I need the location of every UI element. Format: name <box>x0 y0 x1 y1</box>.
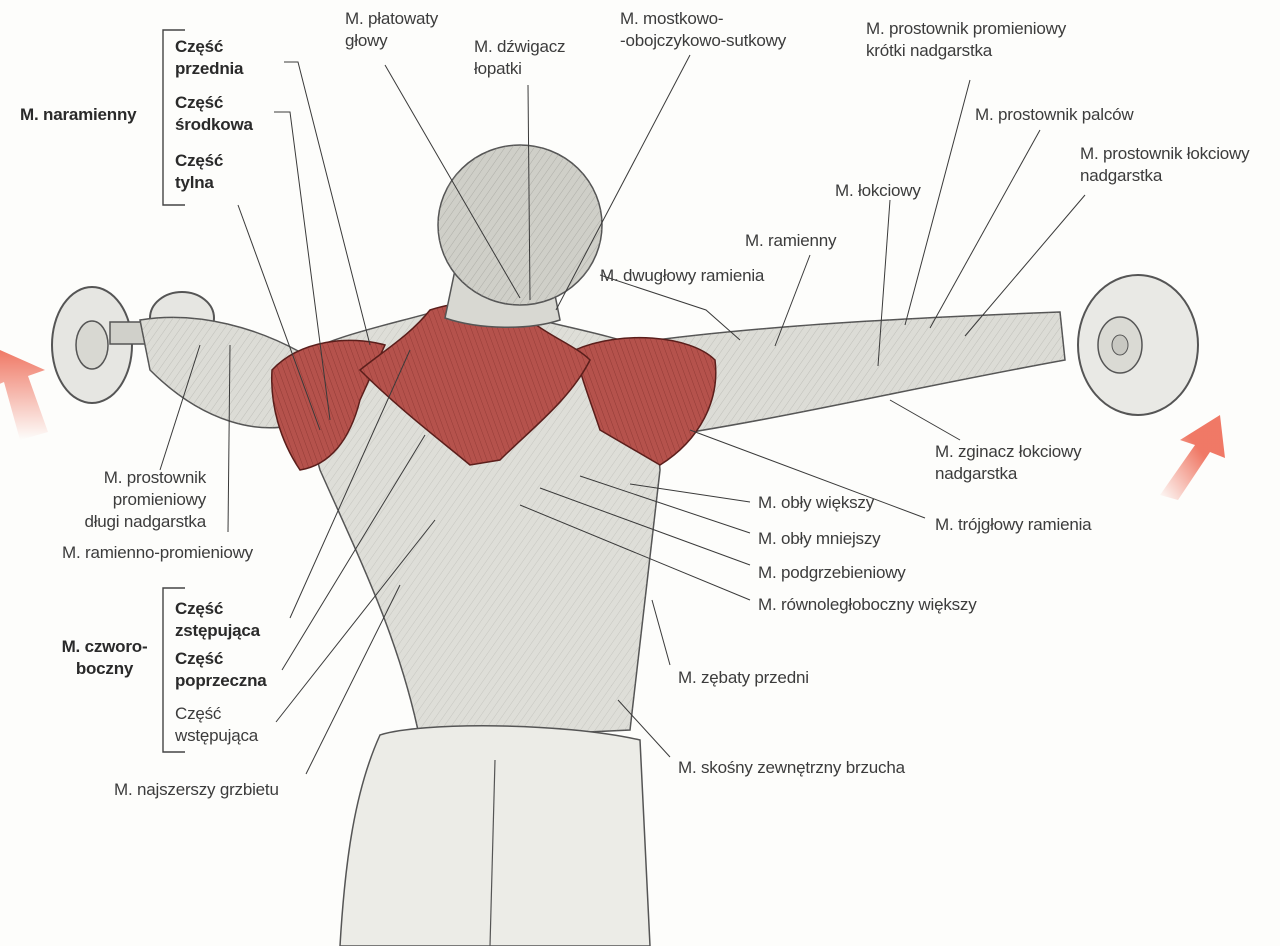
trapezius-bracket <box>162 587 185 753</box>
leader-lines <box>159 54 1086 775</box>
deltoid-group-label: M. naramienny <box>20 105 137 124</box>
deltoid-bracket <box>162 29 185 206</box>
splenius-label: M. płatowaty głowy <box>345 9 439 50</box>
anconeus-label: M. łokciowy <box>835 181 921 200</box>
ecu-label: M. prostownik łokciowy nadgarstka <box>1080 144 1250 185</box>
shorts <box>339 725 651 946</box>
biceps-label: M. dwugłowy ramienia <box>600 266 765 285</box>
right-motion-arrow-icon <box>1160 415 1225 500</box>
triceps-label: M. trójgłowy ramienia <box>935 515 1092 534</box>
rhomboid-label: M. równoległoboczny większy <box>758 595 977 614</box>
trapezius-ascending-label: Część wstępująca <box>175 704 259 745</box>
sternocleidomastoid-label: M. mostkowo- -obojczykowo-sutkowy <box>620 9 787 50</box>
ecrl-label: M. prostownik promieniowy długi nadgarst… <box>84 468 206 531</box>
trapezius-descending-label: Część zstępująca <box>175 599 260 640</box>
brachialis-label: M. ramienny <box>745 231 837 250</box>
ecrb-label: M. prostownik promieniowy krótki nadgars… <box>866 19 1067 60</box>
deltoid-posterior-label: Część tylna <box>175 151 224 192</box>
deltoid-anterior-label: Część przednia <box>175 37 244 78</box>
infraspinatus-label: M. podgrzebieniowy <box>758 563 906 582</box>
trapezius-transverse-label: Część poprzeczna <box>175 649 267 690</box>
teres-major-label: M. obły większy <box>758 493 875 512</box>
trapezius-group-label: M. czworo- boczny <box>61 637 148 678</box>
fcu-label: M. zginacz łokciowy nadgarstka <box>935 442 1082 483</box>
right-dumbbell <box>1077 274 1199 416</box>
levator-scapulae-label: M. dźwigacz łopatki <box>474 37 566 78</box>
teres-minor-label: M. obły mniejszy <box>758 529 881 548</box>
extensor-digitorum-label: M. prostownik palców <box>975 105 1134 124</box>
latissimus-label: M. najszerszy grzbietu <box>114 780 279 799</box>
external-oblique-label: M. skośny zewnętrzny brzucha <box>678 758 905 777</box>
left-motion-arrow-icon <box>0 350 48 440</box>
serratus-label: M. zębaty przedni <box>678 668 809 687</box>
deltoid-middle-label: Część środkowa <box>175 93 253 134</box>
brachioradialis-label: M. ramienno-promieniowy <box>62 543 253 562</box>
